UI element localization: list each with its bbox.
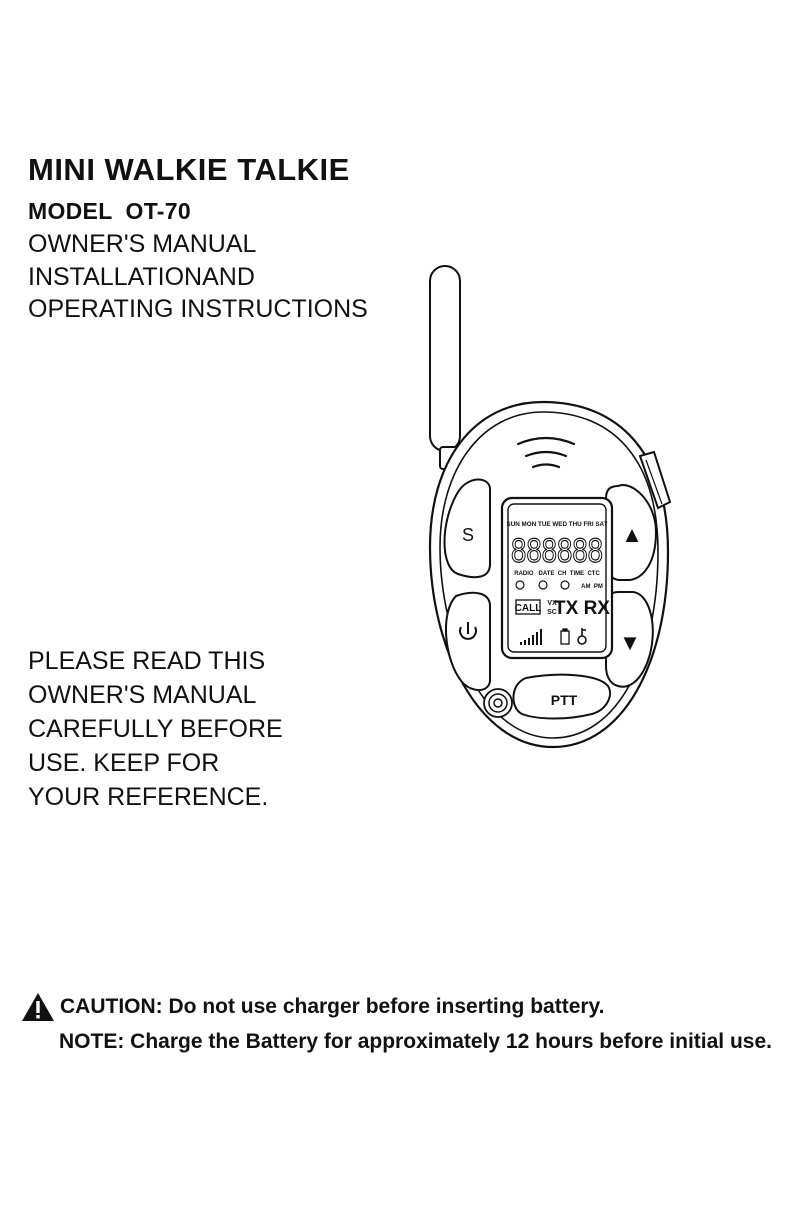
up-arrow-icon: ▲ — [621, 522, 643, 547]
note-text: NOTE: Charge the Battery for approximate… — [59, 1030, 772, 1053]
headset-jack — [483, 688, 513, 718]
lcd-screen: SUN MON TUE WED THU FRI SAT 888888 RADIO… — [500, 496, 614, 660]
s-button[interactable]: S — [443, 478, 491, 579]
read-notice: PLEASE READ THIS OWNER'S MANUAL CAREFULL… — [28, 644, 283, 814]
caution-text: CAUTION: Do not use charger before inser… — [60, 995, 605, 1018]
lcd-call: CALL — [515, 603, 542, 614]
lcd-alarm-icons — [515, 580, 570, 590]
key-lock-icon — [577, 628, 587, 645]
lcd-sc: SC — [547, 609, 557, 616]
read-notice-line-3: CAREFULLY BEFORE — [28, 715, 283, 743]
read-notice-line-4: USE. KEEP FOR — [28, 749, 220, 777]
model-number: MODEL OT-70 — [28, 198, 191, 224]
signal-strength-icon — [520, 629, 542, 645]
ptt-button[interactable]: PTT — [512, 673, 611, 720]
power-icon — [459, 622, 477, 640]
antenna — [429, 265, 461, 476]
ptt-button-label: PTT — [551, 692, 578, 708]
lcd-days: SUN MON TUE WED THU FRI SAT — [507, 521, 608, 528]
subtitle-line-1: OWNER'S MANUAL — [28, 230, 257, 258]
subtitle-line-2: INSTALLATIONAND — [28, 263, 255, 291]
read-notice-line-1: PLEASE READ THIS — [28, 647, 266, 675]
document-title: MINI WALKIE TALKIE — [28, 152, 350, 187]
battery-icon — [560, 628, 570, 645]
read-notice-line-5: YOUR REFERENCE. — [28, 783, 269, 811]
walkie-talkie-illustration: S ▲ ▼ SUN MON TUE WED THU FRI SAT 888888… — [418, 262, 678, 757]
lcd-digits: 888888 — [511, 532, 603, 570]
up-button[interactable]: ▲ — [605, 484, 658, 581]
lcd-ampm: AM PM — [581, 584, 603, 590]
lcd-txrx: TX RX — [554, 598, 610, 619]
caution-line: CAUTION: Do not use charger before inser… — [20, 991, 605, 1023]
power-button[interactable] — [445, 591, 491, 691]
speaker-grill — [516, 436, 576, 469]
s-button-label: S — [462, 525, 474, 545]
lcd-labels: RADIO DATE CH TIME CTC — [514, 571, 600, 577]
warning-icon — [22, 993, 54, 1021]
read-notice-line-2: OWNER'S MANUAL — [28, 681, 257, 709]
down-arrow-icon: ▼ — [619, 630, 641, 655]
subtitle-line-3: OPERATING INSTRUCTIONS — [28, 295, 368, 323]
lcd-vx: VX — [547, 600, 557, 607]
